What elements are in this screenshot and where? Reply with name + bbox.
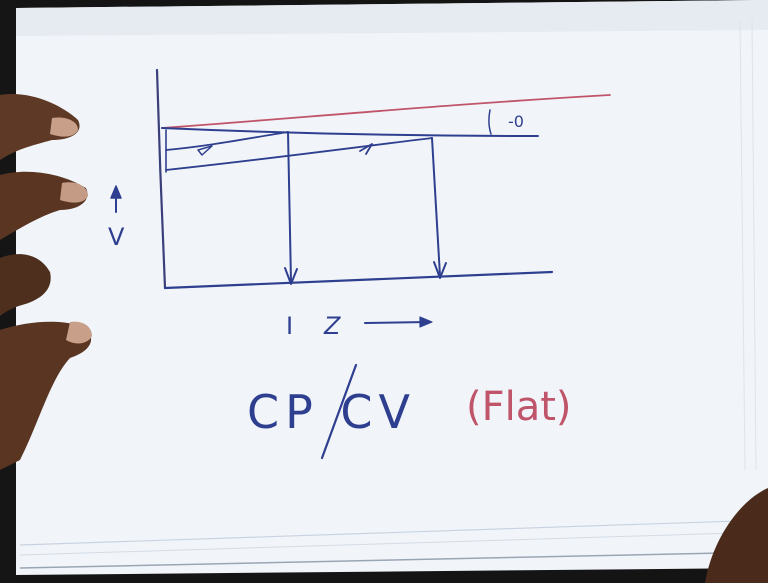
title-part-slash: / — [319, 385, 341, 439]
x-axis-scribble: Z — [323, 312, 341, 340]
title-part-left: CP — [247, 385, 319, 439]
title-part-right: CV — [340, 385, 416, 439]
right-arrow-icon — [365, 322, 428, 323]
title-main-text: CP/CV — [247, 385, 416, 439]
y-axis-label: V — [108, 223, 125, 251]
title-note: (Flat) — [466, 384, 572, 430]
x-axis-label: I — [286, 312, 293, 340]
paper-sheet — [14, 0, 768, 575]
title-main: CP/CV — [247, 385, 416, 439]
angle-label: -0 — [508, 112, 524, 131]
